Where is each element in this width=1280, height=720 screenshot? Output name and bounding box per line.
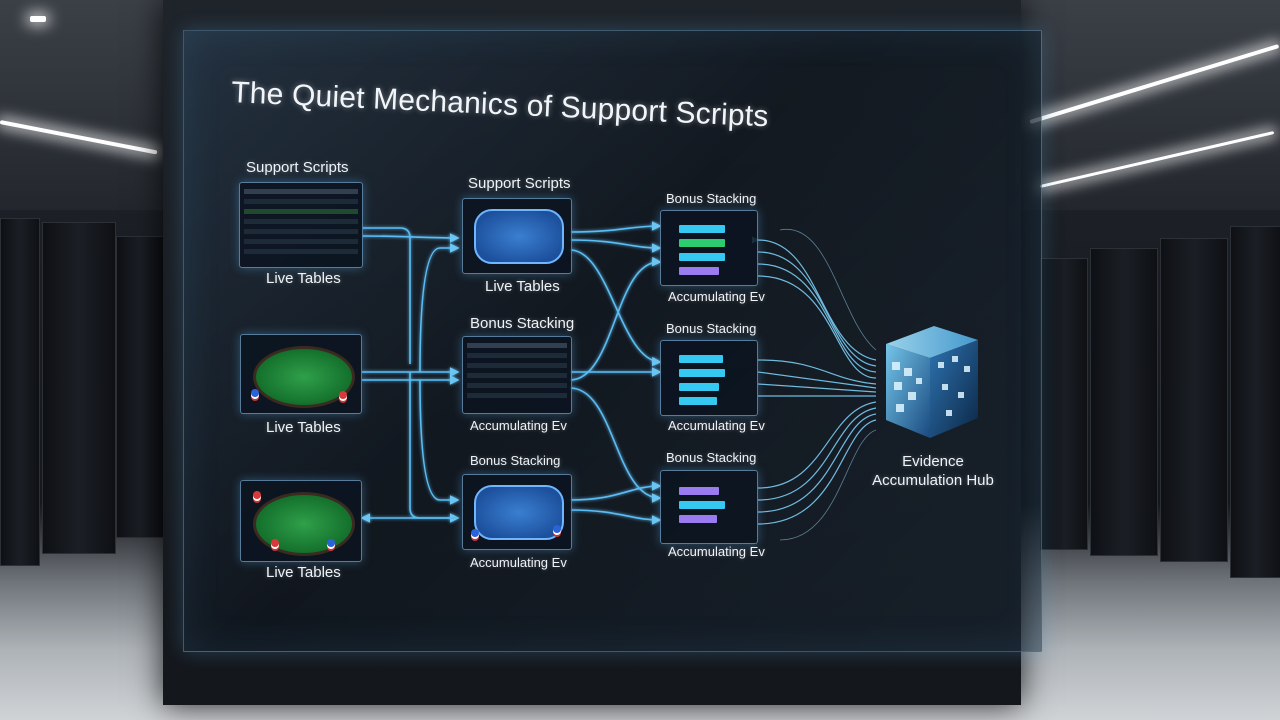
bar — [679, 383, 719, 391]
sheet-row — [244, 219, 358, 224]
server-rack-left-1 — [0, 218, 40, 566]
col3-row3-bottom-label: Accumulating Ev — [668, 544, 765, 559]
spreadsheet-card-1 — [239, 182, 363, 268]
bar — [679, 487, 719, 495]
blue-table — [473, 485, 565, 540]
col2-row1-bottom-label: Live Tables — [485, 278, 560, 295]
hub-label: Evidence Accumulation Hub — [872, 452, 994, 490]
bar-card-1 — [660, 210, 758, 286]
blue-table-card-2 — [462, 474, 572, 550]
server-rack-left-2 — [42, 222, 116, 554]
sheet-row — [244, 189, 358, 194]
bar — [679, 397, 717, 405]
sheet-row — [467, 373, 567, 378]
server-rack-right-1 — [1040, 258, 1088, 550]
chip-stack — [271, 539, 279, 547]
sheet-row — [244, 199, 358, 204]
sheet-row — [244, 209, 358, 214]
server-rack-left-3 — [116, 236, 164, 538]
col2-row2-top-label: Bonus Stacking — [470, 315, 575, 332]
bar — [679, 355, 723, 363]
col1-row2-bottom-label: Live Tables — [266, 419, 341, 436]
server-rack-right-4 — [1230, 226, 1280, 578]
sheet-row — [467, 363, 567, 368]
sheet-row — [244, 249, 358, 254]
col3-row2-bottom-label: Accumulating Ev — [668, 418, 765, 433]
ceiling-light — [30, 16, 46, 22]
poker-table-card-1 — [240, 334, 362, 414]
bar — [679, 515, 717, 523]
evidence-hub-cube-icon — [886, 326, 978, 438]
col2-row3-bottom-label: Accumulating Ev — [470, 555, 567, 570]
sheet-row — [467, 393, 567, 398]
chip-stack — [251, 389, 259, 397]
spreadsheet-card-2 — [462, 336, 572, 414]
sheet-row — [467, 383, 567, 388]
blue-table — [473, 209, 565, 264]
col3-row2-top-label: Bonus Stacking — [666, 321, 757, 336]
chip-stack — [471, 529, 479, 537]
chip-stack — [553, 525, 561, 533]
bar-card-3 — [660, 470, 758, 544]
chip-stack — [339, 391, 347, 399]
hub-label-line2: Accumulation Hub — [872, 472, 994, 489]
col2-row3-top-label: Bonus Stacking — [470, 453, 561, 468]
bar — [679, 369, 725, 377]
bar — [679, 501, 725, 509]
col1-row1-top-label: Support Scripts — [246, 159, 349, 176]
col1-row3-bottom-label: Live Tables — [266, 564, 341, 581]
server-rack-right-2 — [1090, 248, 1158, 556]
col3-row1-bottom-label: Accumulating Ev — [668, 289, 765, 304]
blue-table-card-1 — [462, 198, 572, 274]
poker-table — [253, 492, 355, 556]
col2-row2-bottom-label: Accumulating Ev — [470, 418, 567, 433]
col3-row3-top-label: Bonus Stacking — [666, 450, 757, 465]
col2-row1-top-label: Support Scripts — [468, 175, 571, 192]
sheet-row — [467, 353, 567, 358]
sheet-row — [244, 229, 358, 234]
col3-row1-top-label: Bonus Stacking — [666, 191, 757, 206]
bar — [679, 225, 725, 233]
col1-row1-bottom-label: Live Tables — [266, 270, 341, 287]
bar — [679, 253, 725, 261]
chip-stack — [327, 539, 335, 547]
server-rack-right-3 — [1160, 238, 1228, 562]
poker-table-card-2 — [240, 480, 362, 562]
hub-label-line1: Evidence — [902, 453, 964, 470]
poker-table — [253, 345, 355, 409]
bar — [679, 267, 719, 275]
sheet-row — [467, 343, 567, 348]
sheet-row — [244, 239, 358, 244]
chip-stack — [253, 491, 261, 499]
bar-card-2 — [660, 340, 758, 416]
bar — [679, 239, 725, 247]
